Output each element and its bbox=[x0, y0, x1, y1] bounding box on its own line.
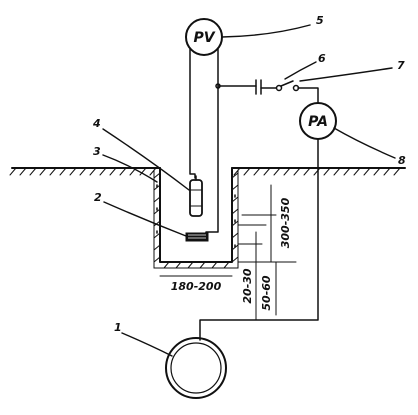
capacitor-switch bbox=[255, 79, 300, 95]
callout-3: 3 bbox=[93, 145, 101, 158]
callout-5: 5 bbox=[316, 14, 324, 27]
ammeter-label: PA bbox=[308, 114, 328, 130]
ammeter: PA bbox=[299, 102, 337, 140]
dimension-lines bbox=[159, 184, 297, 321]
pit bbox=[153, 167, 239, 269]
voltmeter-label: PV bbox=[193, 30, 215, 46]
callout-1: 1 bbox=[114, 321, 122, 334]
dim-electrode-depth: 50-60 bbox=[260, 275, 273, 311]
ground-hatching bbox=[9, 167, 401, 176]
callout-4: 4 bbox=[92, 117, 101, 130]
reference-electrode bbox=[185, 232, 209, 242]
pipeline bbox=[165, 337, 227, 399]
probe-electrode bbox=[189, 175, 203, 217]
callouts bbox=[102, 24, 396, 357]
callout-2: 2 bbox=[94, 191, 102, 204]
pit-wall-hatching bbox=[153, 172, 239, 269]
callout-8: 8 bbox=[398, 154, 406, 167]
callout-6: 6 bbox=[318, 52, 326, 65]
dim-pit-depth: 300-350 bbox=[279, 197, 292, 248]
dim-pit-width: 180-200 bbox=[171, 280, 222, 293]
dim-electrode-gap: 20-30 bbox=[241, 268, 254, 304]
voltmeter: PV bbox=[185, 18, 223, 56]
wires bbox=[189, 48, 319, 341]
ground-surface bbox=[9, 167, 406, 176]
callout-7: 7 bbox=[397, 59, 405, 72]
